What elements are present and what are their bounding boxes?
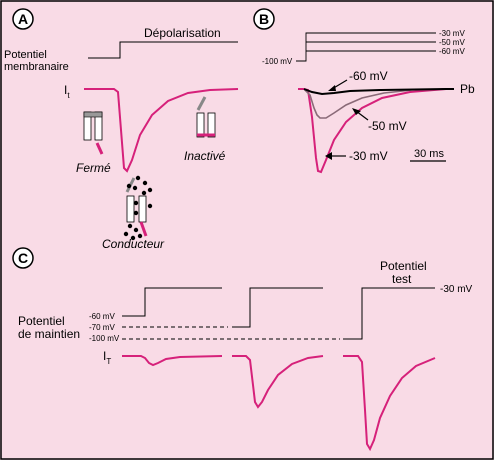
- hold-level-70: -70 mV: [89, 323, 115, 332]
- closed-label: Fermé: [76, 161, 111, 175]
- step-label-30: -30 mV: [439, 29, 465, 38]
- step-line-30: [296, 32, 436, 62]
- conducting-label: Conducteur: [102, 237, 165, 251]
- closed-channel-icon: [83, 111, 104, 155]
- panel-a: A Dépolarisation Potentiel membranaire I…: [4, 8, 239, 251]
- current-it-label: It: [64, 83, 70, 100]
- panel-a-badge: [12, 8, 34, 30]
- panel-b: B -30 mV -50 mV -60 mV -100 mV -60 mV Pb…: [253, 8, 475, 174]
- panel-c-letter: C: [18, 250, 28, 266]
- panel-b-badge: [253, 8, 275, 30]
- inactivated-channel-icon: [196, 96, 216, 138]
- panel-a-letter: A: [18, 11, 28, 27]
- depolarisation-label: Dépolarisation: [144, 26, 221, 40]
- current-trace-c2: [232, 355, 324, 409]
- panel-c: C Potentiel test -30 mV Potentiel de mai…: [12, 247, 473, 452]
- current-trace-c1: [122, 355, 223, 367]
- step-label-50: -50 mV: [439, 38, 465, 47]
- current-iT-label: IT: [103, 349, 111, 366]
- holding-potential-label-2: de maintien: [18, 327, 80, 341]
- panel-c-badge: [12, 247, 34, 269]
- membrane-potential-label-2: membranaire: [4, 61, 69, 73]
- hold-level-100: -100 mV: [89, 334, 120, 343]
- trace-50mv: [303, 88, 447, 119]
- protocol-step-3: [343, 287, 435, 340]
- test-potential-label-1: Potentiel: [380, 259, 427, 273]
- protocol-step-2: [232, 287, 323, 328]
- panel-b-letter: B: [259, 11, 269, 27]
- pb-label: Pb: [460, 82, 475, 96]
- arrow-60-head: [328, 85, 336, 91]
- membrane-potential-label-1: Potentiel: [4, 49, 47, 61]
- hold-level-60: -60 mV: [89, 312, 115, 321]
- test-potential-value: -30 mV: [440, 284, 473, 295]
- trace-label-50: -50 mV: [368, 119, 407, 133]
- step-label-60: -60 mV: [439, 47, 465, 56]
- current-trace-c3: [343, 355, 436, 452]
- scale-bar-label: 30 ms: [414, 148, 444, 160]
- arrow-50-head: [352, 108, 361, 115]
- depolarisation-step: [88, 41, 238, 59]
- protocol-step-1: [122, 287, 222, 317]
- test-potential-label-2: test: [392, 272, 412, 286]
- arrow-30-head: [325, 152, 332, 160]
- holding-potential-label-1: Potentiel: [18, 314, 65, 328]
- current-trace-a: [84, 88, 239, 173]
- conducting-channel-icon: [123, 175, 153, 241]
- trace-60mv: [303, 88, 447, 96]
- trace-label-60: -60 mV: [349, 69, 388, 83]
- inactivated-label: Inactivé: [184, 149, 226, 163]
- trace-label-30: -30 mV: [349, 149, 388, 163]
- hold-label-100: -100 mV: [262, 57, 293, 66]
